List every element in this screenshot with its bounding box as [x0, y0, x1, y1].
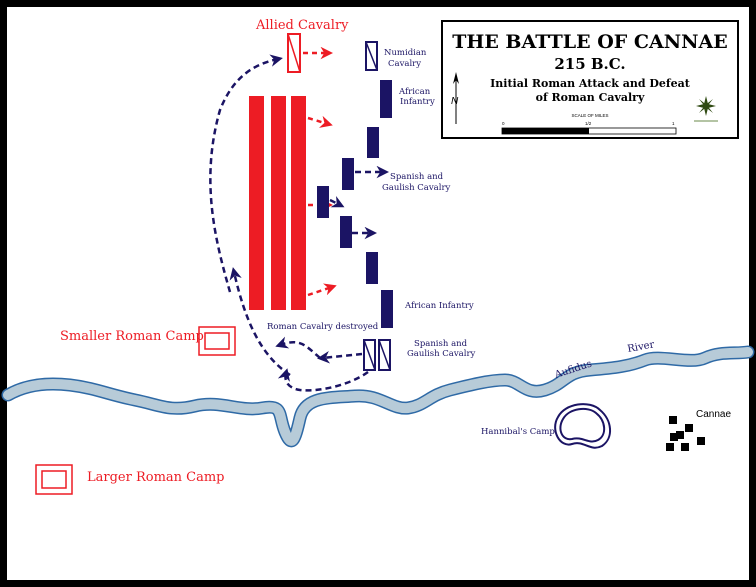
- spanish-gaulish-bottom-label-2: Gaulish Cavalry: [407, 349, 476, 359]
- cannae-label: Cannae: [696, 409, 731, 420]
- hannibals-camp: [554, 403, 611, 449]
- scale-label: SCALE OF MILES: [571, 113, 608, 118]
- map-title: THE BATTLE OF CANNAE: [452, 31, 727, 53]
- map-subtitle-1: Initial Roman Attack and Defeat: [490, 77, 691, 90]
- north-arrow-icon: N: [451, 72, 459, 124]
- map-subtitle-2: of Roman Cavalry: [536, 91, 645, 104]
- african-infantry-top-label-1: African: [398, 87, 431, 97]
- numidian-cavalry-label-2: Cavalry: [388, 59, 421, 69]
- spanish-gaulish-top-label-1: Spanish and: [390, 172, 444, 182]
- carthaginian-line: [317, 80, 393, 328]
- map-date: 215 B.C.: [554, 55, 625, 73]
- numidian-cavalry-label-1: Numidian: [384, 48, 427, 58]
- larger-roman-camp-label: Larger Roman Camp: [87, 470, 225, 485]
- carthaginian-arrows: [209, 54, 389, 392]
- spanish-gaulish-top-label-2: Gaulish Cavalry: [382, 183, 451, 193]
- scale-tick-0: 0: [502, 121, 505, 126]
- roman-advance-arrows: [303, 46, 337, 297]
- spanish-gaulish-cavalry-units: [363, 339, 391, 371]
- compass-star-icon: [694, 96, 718, 122]
- river-label: River: [627, 339, 656, 355]
- scale-tick-1: 1: [672, 121, 675, 126]
- smaller-roman-camp: [198, 326, 236, 356]
- roman-infantry: [249, 96, 306, 310]
- scale-tick-half: 1/2: [585, 121, 592, 126]
- larger-roman-camp: [35, 464, 73, 495]
- svg-text:N: N: [451, 96, 459, 107]
- title-box: THE BATTLE OF CANNAE 215 B.C. Initial Ro…: [441, 20, 739, 139]
- allied-cavalry-label: Allied Cavalry: [255, 18, 349, 33]
- aufidus-river: [1, 345, 755, 448]
- african-infantry-bottom-label: African Infantry: [404, 301, 474, 311]
- smaller-roman-camp-label: Smaller Roman Camp: [60, 329, 204, 344]
- spanish-gaulish-bottom-label-1: Spanish and: [414, 339, 468, 349]
- roman-cavalry-destroyed-label: Roman Cavalry destroyed: [267, 322, 379, 332]
- african-infantry-top-label-2: Infantry: [400, 97, 435, 107]
- scale-bar: [501, 127, 677, 135]
- numidian-cavalry-unit: [365, 41, 378, 71]
- allied-cavalry-unit: [287, 33, 301, 73]
- hannibals-camp-label: Hannibal's Camp: [481, 427, 555, 437]
- cannae-town: [666, 416, 705, 451]
